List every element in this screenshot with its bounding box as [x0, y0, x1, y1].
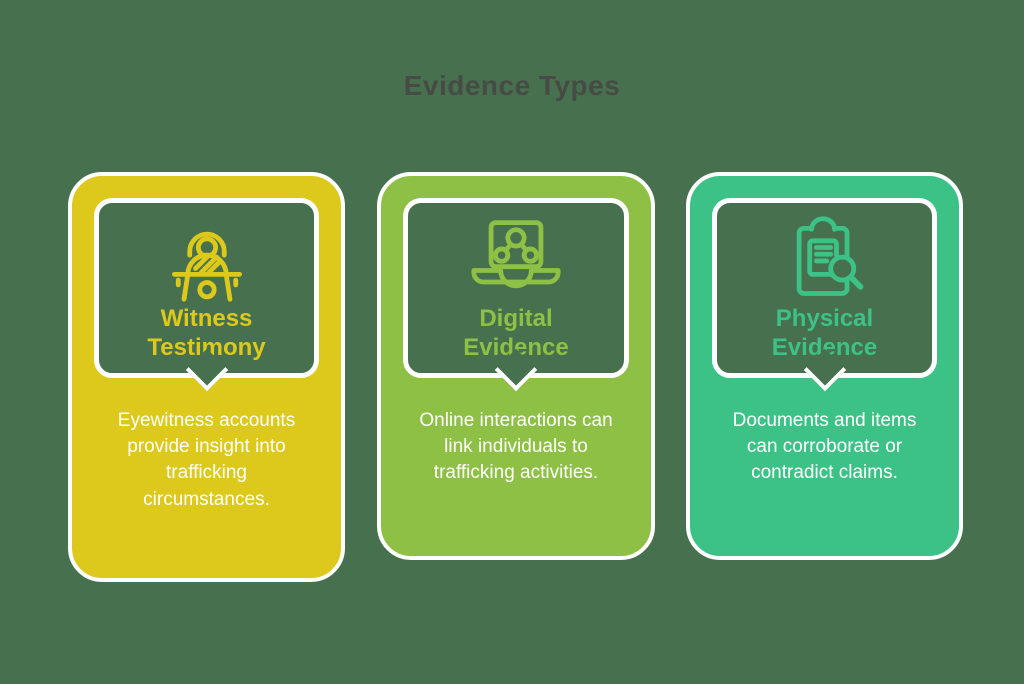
witness-podium-icon	[99, 213, 314, 305]
card-header-bubble: Digital Evidence	[403, 198, 629, 392]
card-description: Online interactions can link individuals…	[419, 410, 613, 484]
card-witness-testimony: Witness Testimony Eyewitness accounts pr…	[68, 172, 345, 582]
card-physical-evidence: Physical Evidence Documents and items ca…	[686, 172, 963, 560]
clipboard-search-icon	[717, 213, 932, 305]
card-digital-evidence: Digital Evidence Online interactions can…	[377, 172, 655, 560]
laptop-network-icon	[408, 213, 624, 305]
card-header-bubble: Witness Testimony	[94, 198, 319, 392]
card-description: Eyewitness accounts provide insight into…	[117, 410, 296, 510]
card-title: Witness Testimony	[147, 305, 265, 361]
card-title: Digital Evidence	[463, 305, 569, 361]
card-header-bubble: Physical Evidence	[712, 198, 937, 392]
page-title: Evidence Types	[403, 70, 621, 101]
card-description: Documents and items can corroborate or c…	[732, 410, 917, 484]
